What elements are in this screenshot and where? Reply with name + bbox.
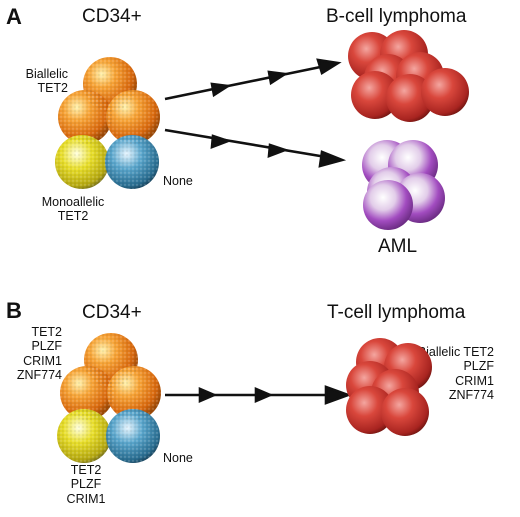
- panel-b-cell-cluster: [57, 333, 161, 463]
- cell-red: [381, 388, 429, 436]
- panel-a-target-top-title: B-cell lymphoma: [326, 6, 467, 27]
- panel-b-t-cell-lymphoma-cluster: [346, 338, 432, 436]
- panel-a-label-none: None: [163, 174, 193, 188]
- panel-a-arrow-to-b-cell: [164, 58, 342, 101]
- panel-b-source-title: CD34+: [82, 302, 142, 323]
- panel-a-letter: A: [6, 4, 22, 29]
- panel-a-b-cell-lymphoma-cluster: [348, 30, 469, 122]
- panel-a-target-bottom-title: AML: [378, 236, 418, 257]
- panel-b-letter: B: [6, 298, 22, 323]
- cell-purple: [363, 180, 413, 230]
- cell-red: [351, 71, 399, 119]
- panel-a-arrow-to-aml: [164, 128, 347, 168]
- panel-b-label-top: TET2 PLZF CRIM1 ZNF774: [16, 325, 62, 383]
- panel-b-label-bottom: TET2 PLZF CRIM1: [66, 463, 106, 506]
- panel-b-label-none: None: [163, 451, 193, 465]
- panel-a-label-monoallelic: Monoallelic TET2: [41, 195, 105, 224]
- cell-red: [421, 68, 469, 116]
- panel-b-target-label: Biallelic TET2 PLZF CRIM1 ZNF774: [417, 345, 494, 403]
- panel-a-aml-cluster: [362, 140, 445, 230]
- panel-b-target-title: T-cell lymphoma: [327, 302, 466, 323]
- panel-a-label-biallelic: Biallelic TET2: [25, 67, 68, 96]
- panel-a-source-title: CD34+: [82, 6, 142, 27]
- cell-red: [346, 386, 394, 434]
- panel-a-cell-cluster: [55, 57, 160, 189]
- panel-b-arrow-to-t-cell: [165, 385, 352, 405]
